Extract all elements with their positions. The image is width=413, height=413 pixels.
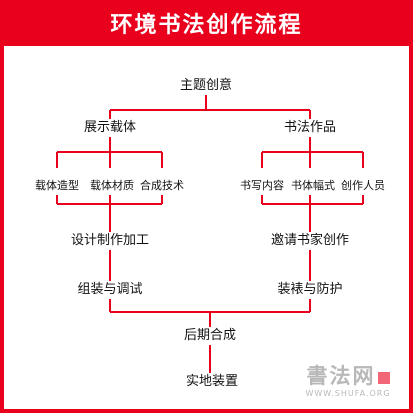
node-mounting-protection: 装裱与防护 — [275, 281, 345, 299]
node-format: 书体幅式 — [289, 178, 337, 194]
seal-icon — [377, 371, 390, 384]
watermark: 書法网 WWW.SHUFA.ORG — [289, 363, 407, 409]
watermark-url: WWW.SHUFA.ORG — [305, 389, 391, 398]
node-carrier-shape: 载体造型 — [33, 178, 81, 194]
node-installation: 实地装置 — [183, 373, 241, 391]
node-display-carrier: 展示载体 — [81, 119, 139, 137]
page-title: 环境书法创作流程 — [110, 13, 303, 38]
title-bar: 环境书法创作流程 — [0, 0, 413, 46]
node-post-synthesis: 后期合成 — [181, 327, 239, 345]
node-calligraphy-work: 书法作品 — [281, 119, 339, 137]
node-carrier-material: 载体材质 — [88, 178, 136, 194]
node-creator: 创作人员 — [339, 178, 387, 194]
node-assembly-debug: 组装与调试 — [75, 281, 145, 299]
node-theme: 主题创意 — [177, 77, 235, 95]
node-invite-calligrapher: 邀请书家创作 — [268, 232, 352, 250]
watermark-logo: 書法网 — [289, 363, 407, 389]
node-writing-content: 书写内容 — [238, 178, 286, 194]
node-synthesis-tech: 合成技术 — [138, 178, 186, 194]
node-design-fabrication: 设计制作加工 — [68, 232, 152, 250]
